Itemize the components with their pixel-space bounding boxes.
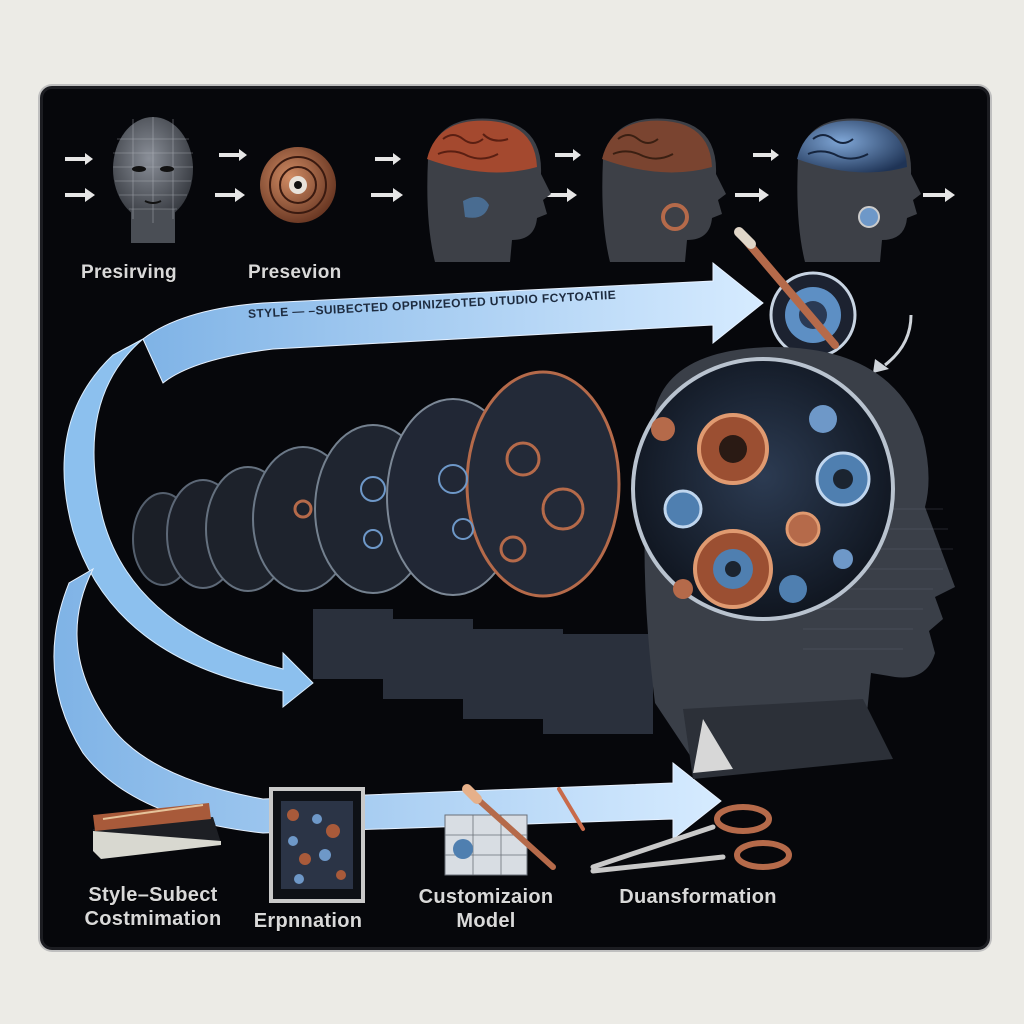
label-line: Model bbox=[456, 910, 516, 932]
blue-brain-head-icon bbox=[797, 118, 921, 262]
book-icon bbox=[93, 803, 221, 859]
label-line: Erpnnation bbox=[253, 910, 363, 932]
label-line: Duansformation bbox=[619, 886, 777, 908]
label-line: Costmimation bbox=[84, 908, 222, 930]
curved-arrow bbox=[884, 314, 913, 367]
gear-head-icon bbox=[631, 347, 955, 779]
copper-disc-icon bbox=[260, 147, 336, 223]
wireframe-head-icon bbox=[113, 117, 193, 243]
label-presevion: Presevion bbox=[248, 262, 342, 283]
label-duansformation: Duansformation bbox=[603, 885, 793, 909]
label-line: Customizaion bbox=[418, 886, 554, 908]
diagram-canvas bbox=[53, 117, 955, 903]
label-line: Style–Subect bbox=[88, 884, 218, 906]
label-erpnnation: Erpnnation bbox=[233, 909, 383, 933]
head-stack bbox=[132, 370, 653, 734]
brush-canvas-icon bbox=[444, 784, 585, 876]
diagram-panel: Presirving Presevion STYLE — –SUIBECTED … bbox=[40, 86, 990, 950]
framed-picture-icon bbox=[269, 787, 365, 903]
label-presirving: Presirving bbox=[81, 262, 177, 283]
brain-head-icon bbox=[427, 118, 551, 262]
label-style-subect: Style–Subect Costmimation bbox=[73, 883, 233, 931]
top-arrows bbox=[65, 149, 955, 202]
banner-ribbon bbox=[142, 261, 764, 384]
scissors-icon bbox=[590, 804, 792, 874]
label-customizaion-model: Customizaion Model bbox=[401, 885, 571, 933]
brain-head-icon bbox=[602, 118, 726, 262]
paintbrush-badge-icon bbox=[734, 227, 857, 359]
